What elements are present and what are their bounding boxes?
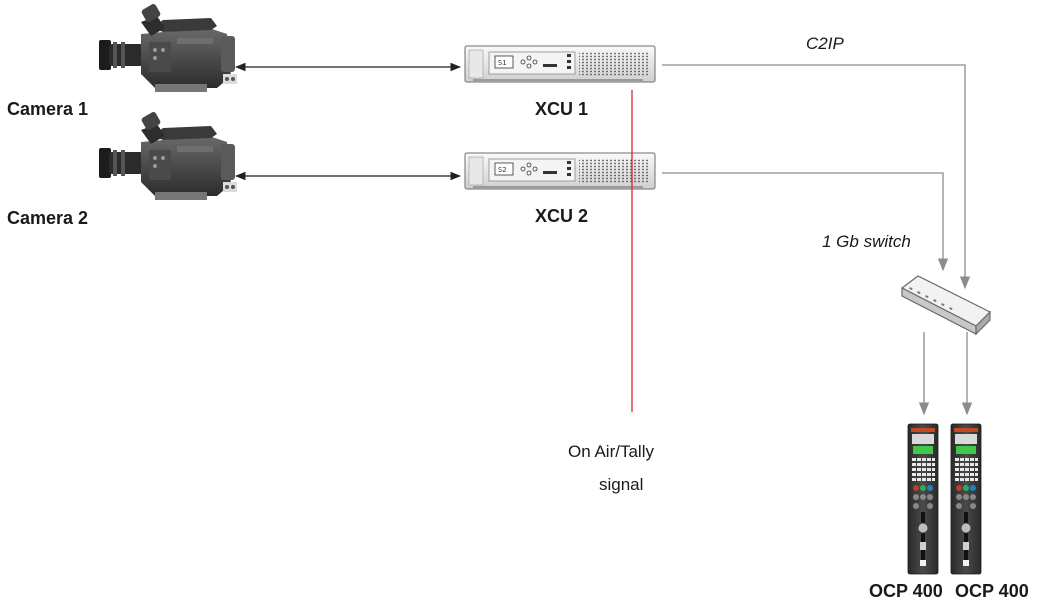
switch-label: 1 Gb switch: [822, 232, 911, 251]
network-switch-icon: [902, 276, 990, 334]
camera-2-label: Camera 2: [7, 208, 88, 228]
xcu-2-label: XCU 2: [535, 206, 588, 226]
xcu1-to-switch-line: [662, 65, 965, 288]
tally-label-line2: signal: [599, 475, 643, 494]
camera-2-icon: [99, 111, 237, 200]
tally-label-line1: On Air/Tally: [568, 442, 654, 461]
ocp-panel-1-icon: [908, 424, 938, 574]
ocp-panel-1-label: OCP 400: [869, 581, 943, 601]
c2ip-label: C2IP: [806, 34, 844, 53]
xcu-1-icon: S1: [465, 46, 655, 82]
xcu-2-display: S2: [498, 166, 506, 174]
ocp-panel-2-label: OCP 400: [955, 581, 1029, 601]
camera-1-icon: [99, 3, 237, 92]
xcu2-to-switch-line: [662, 173, 943, 270]
xcu-2-icon: S2: [465, 153, 655, 189]
camera-1-label: Camera 1: [7, 99, 88, 119]
xcu-1-display: S1: [498, 59, 506, 67]
ocp-panel-2-icon: [951, 424, 981, 574]
xcu-1-label: XCU 1: [535, 99, 588, 119]
